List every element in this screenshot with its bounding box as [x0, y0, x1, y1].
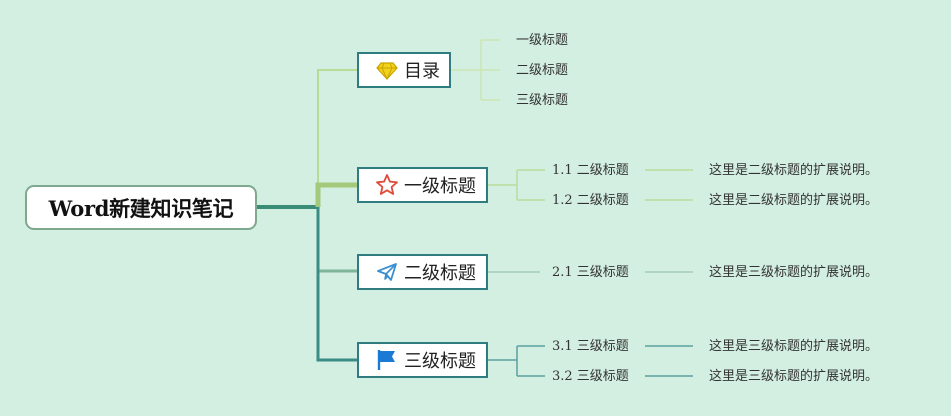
toc-child-connector	[451, 39, 500, 101]
branch-label: 一级标题	[404, 176, 476, 197]
subtopic-node[interactable]: 1.2 二级标题	[552, 193, 629, 208]
subtopic-node[interactable]: 3.2 三级标题	[552, 369, 629, 384]
branch-connector-level3	[316, 207, 358, 362]
branch-connector-toc	[317, 69, 358, 207]
branch-label: 二级标题	[404, 263, 476, 284]
branch-node-level2[interactable]: 二级标题	[357, 254, 488, 290]
branch-label: 目录	[404, 61, 440, 82]
branch-node-toc[interactable]: 目录	[357, 52, 451, 88]
subtopic-node[interactable]: 3.1 三级标题	[552, 339, 629, 354]
toc-item[interactable]: 二级标题	[516, 63, 569, 78]
subtopic-node[interactable]: 2.1 三级标题	[552, 265, 629, 280]
gem-icon	[375, 58, 399, 82]
toc-item[interactable]: 三级标题	[516, 93, 569, 108]
subtopic-description: 这里是二级标题的扩展说明。	[709, 193, 879, 208]
subtopic-description: 这里是三级标题的扩展说明。	[709, 265, 879, 280]
branch-connector-level1	[315, 182, 358, 207]
branch-node-level3[interactable]: 三级标题	[357, 342, 488, 378]
root-node[interactable]: Word新建知识笔记	[25, 185, 257, 230]
level1-desc-connector	[645, 169, 693, 201]
star-icon	[375, 173, 399, 197]
subtopic-description: 这里是二级标题的扩展说明。	[709, 163, 879, 178]
branch-label: 三级标题	[404, 351, 476, 372]
subtopic-node[interactable]: 1.1 二级标题	[552, 163, 629, 178]
level3-child-connector	[487, 345, 545, 377]
level3-desc-connector	[645, 345, 693, 377]
branch-connector-level2	[316, 207, 358, 273]
toc-item[interactable]: 一级标题	[516, 33, 569, 48]
flag-icon	[375, 348, 399, 372]
paper-plane-icon	[375, 260, 399, 284]
branch-node-level1[interactable]: 一级标题	[357, 167, 488, 203]
subtopic-description: 这里是三级标题的扩展说明。	[709, 369, 879, 384]
level1-child-connector	[487, 169, 545, 201]
subtopic-description: 这里是三级标题的扩展说明。	[709, 339, 879, 354]
